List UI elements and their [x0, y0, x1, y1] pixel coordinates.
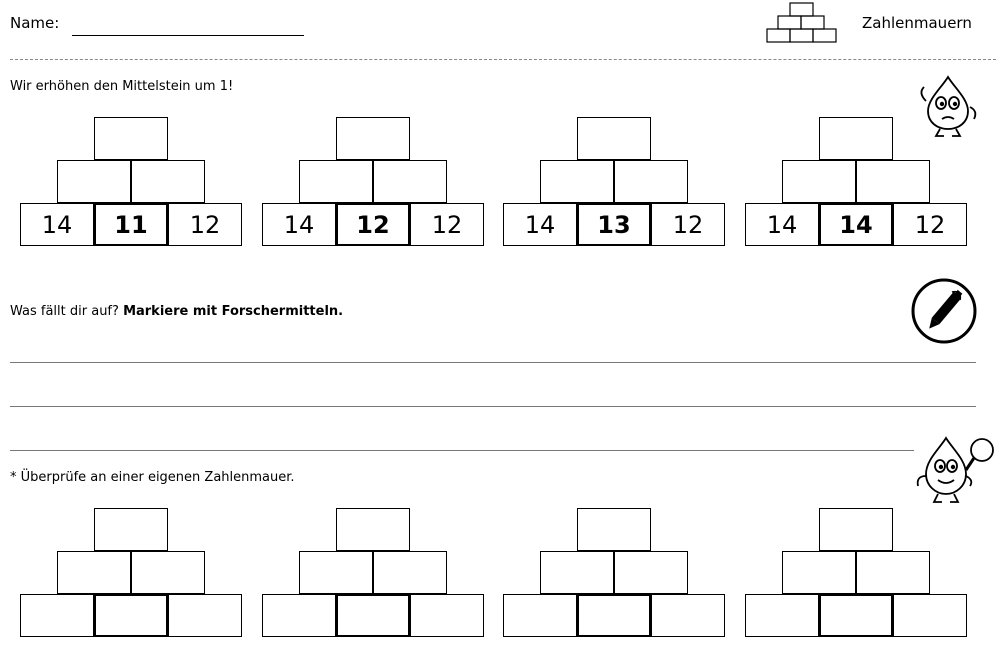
header-divider [10, 59, 996, 60]
wall-bottom-brick[interactable]: 14 [20, 203, 94, 246]
wall-top-brick[interactable] [819, 508, 893, 551]
wall-middle-brick[interactable] [856, 160, 930, 203]
wall-bottom-brick[interactable] [503, 594, 577, 637]
wall-bottom-center-brick[interactable]: 12 [336, 203, 410, 246]
marker-pen-icon [911, 278, 977, 344]
answer-line-1[interactable] [10, 362, 976, 363]
wall-bottom-center-brick[interactable] [336, 594, 410, 637]
wall-middle-brick[interactable] [782, 160, 856, 203]
wall-bottom-brick[interactable]: 14 [262, 203, 336, 246]
wall-top-brick[interactable] [336, 508, 410, 551]
wall-middle-brick[interactable] [373, 160, 447, 203]
name-input-line[interactable] [72, 35, 304, 36]
worksheet-title: Zahlenmauern [862, 14, 972, 32]
wall-top-brick[interactable] [819, 117, 893, 160]
wall-middle-brick[interactable] [299, 160, 373, 203]
wall-bottom-brick[interactable]: 14 [503, 203, 577, 246]
wall-middle-brick[interactable] [856, 551, 930, 594]
wall-middle-brick[interactable] [57, 551, 131, 594]
wall-top-brick[interactable] [577, 508, 651, 551]
wall-middle-brick[interactable] [540, 160, 614, 203]
wall-top-brick[interactable] [94, 508, 168, 551]
wall-middle-brick[interactable] [57, 160, 131, 203]
wall-bottom-brick[interactable]: 12 [651, 203, 725, 246]
wall-bottom-brick[interactable] [651, 594, 725, 637]
wall-top-brick[interactable] [577, 117, 651, 160]
instruction-3: * Überprüfe an einer eigenen Zahlenmauer… [10, 470, 295, 485]
question-bold: Markiere mit Forschermitteln. [123, 304, 344, 319]
wall-middle-brick[interactable] [614, 551, 688, 594]
wall-bottom-center-brick[interactable]: 13 [577, 203, 651, 246]
wall-bottom-brick[interactable]: 14 [745, 203, 819, 246]
question-text: Was fällt dir auf? Markiere mit Forscher… [10, 304, 343, 319]
question-plain: Was fällt dir auf? [10, 304, 119, 319]
wall-bottom-brick[interactable]: 12 [410, 203, 484, 246]
wall-bottom-brick[interactable] [262, 594, 336, 637]
wall-top-brick[interactable] [94, 117, 168, 160]
wall-bottom-center-brick[interactable] [577, 594, 651, 637]
wall-bottom-brick[interactable] [168, 594, 242, 637]
wall-bottom-center-brick[interactable]: 14 [819, 203, 893, 246]
answer-line-2[interactable] [10, 406, 976, 407]
wall-bottom-brick[interactable] [20, 594, 94, 637]
wall-bottom-center-brick[interactable]: 11 [94, 203, 168, 246]
wall-middle-brick[interactable] [299, 551, 373, 594]
magnifier-drop-mascot-icon [916, 436, 994, 503]
wall-middle-brick[interactable] [373, 551, 447, 594]
wall-middle-brick[interactable] [131, 551, 205, 594]
wall-top-brick[interactable] [336, 117, 410, 160]
wall-bottom-brick[interactable] [893, 594, 967, 637]
wall-middle-brick[interactable] [540, 551, 614, 594]
wall-bottom-brick[interactable]: 12 [893, 203, 967, 246]
wall-middle-brick[interactable] [131, 160, 205, 203]
wall-middle-brick[interactable] [782, 551, 856, 594]
wall-bottom-center-brick[interactable] [94, 594, 168, 637]
answer-line-3[interactable] [10, 450, 914, 451]
brick-pyramid-icon [766, 2, 837, 43]
instruction-1: Wir erhöhen den Mittelstein um 1! [10, 79, 234, 94]
wall-bottom-brick[interactable] [745, 594, 819, 637]
name-label: Name: [10, 14, 60, 32]
wall-bottom-center-brick[interactable] [819, 594, 893, 637]
wall-bottom-brick[interactable]: 12 [168, 203, 242, 246]
wall-bottom-brick[interactable] [410, 594, 484, 637]
wall-middle-brick[interactable] [614, 160, 688, 203]
thinking-drop-mascot-icon [920, 75, 977, 137]
